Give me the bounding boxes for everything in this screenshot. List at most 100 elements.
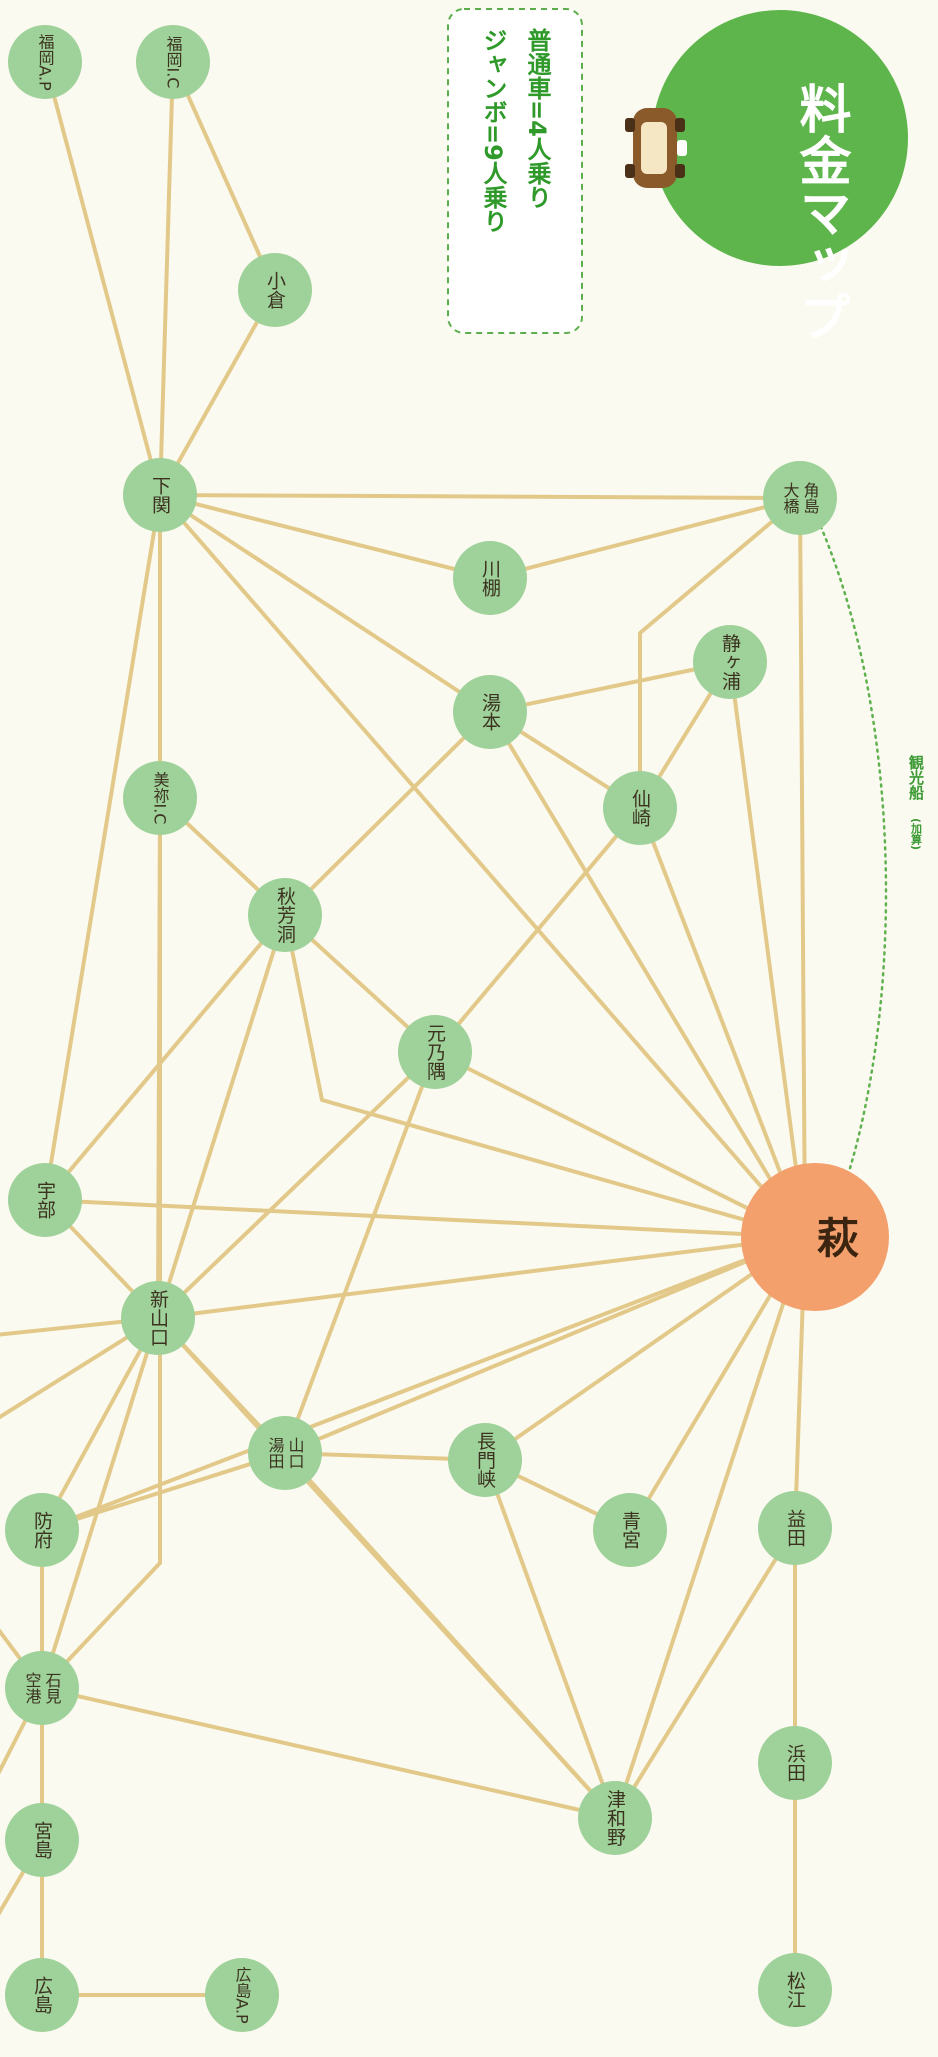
station-circle (578, 1781, 652, 1855)
route-masuda-tsuwano (613, 1526, 797, 1820)
legend-standard-car: 普通車=4人乗り (523, 27, 551, 209)
sightseeing-boat-route (816, 518, 888, 1207)
station-label: 山口湯田 (266, 1437, 305, 1469)
station-label: 宇部 (34, 1181, 56, 1219)
route-shimonoseki-kokura (158, 289, 277, 496)
station-mine: 美祢I.C (123, 761, 197, 835)
station-circle (758, 1953, 832, 2027)
station-label: 静ヶ浦 (719, 633, 741, 691)
sightseeing-boat-label: 観光船 (907, 754, 925, 801)
station-label: 萩 (811, 1216, 860, 1258)
route-hagi-motonosumi (434, 1050, 806, 1239)
station-label: 宮島 (31, 1821, 53, 1860)
station-masuda: 益田 (758, 1491, 832, 1565)
station-circle (758, 1726, 832, 1800)
route-lines (0, 61, 807, 1997)
hub-circle (741, 1163, 889, 1311)
route-hagi-shizugaura (728, 661, 807, 1238)
station-motonosumi: 元乃隅 (398, 1015, 472, 1089)
route-yumoto-shizugaura (489, 660, 731, 714)
station-tsuwano: 津和野 (578, 1781, 652, 1855)
station-circle (603, 771, 677, 845)
route-hagi-shimonoseki (158, 493, 807, 1239)
route-iwami-tsuwano (41, 1686, 616, 1820)
route-yudaonsen-tsuwano (283, 1451, 617, 1820)
route-shimonoseki-yumoto (158, 493, 492, 714)
route-kawatana-shimonoseki (159, 493, 491, 580)
station-kawatana: 川棚 (453, 541, 527, 615)
station-kokura: 小倉 (238, 253, 312, 327)
station-label: 石見空港 (23, 1672, 62, 1705)
station-circle (5, 1651, 79, 1725)
station-yudaonsen: 山口湯田 (248, 1416, 322, 1490)
station-aomiya: 青宮 (593, 1493, 667, 1567)
route-shimonoseki-ube (43, 494, 162, 1201)
station-label: 下関 (149, 476, 171, 514)
route-hagi-tsuwano (613, 1236, 807, 1819)
station-akiyoshido: 秋芳洞 (248, 878, 322, 952)
station-circle (453, 541, 527, 615)
station-circle (398, 1015, 472, 1089)
station-hofu: 防府 (5, 1493, 79, 1567)
route-kokura-fukuoka_ic (171, 61, 277, 291)
station-circle (123, 458, 197, 532)
station-label: 防府 (31, 1511, 53, 1549)
station-circle (5, 1493, 79, 1567)
sightseeing-boat-note: (加算) (910, 818, 924, 850)
station-circle (448, 1423, 522, 1497)
station-circle (693, 625, 767, 699)
route-nagatokyo-tsuwano (483, 1459, 617, 1819)
title-badge: 料金マップ (625, 10, 908, 342)
station-label: 福岡A.P (36, 33, 55, 91)
station-label: 小倉 (264, 271, 286, 309)
station-label: 松江 (784, 1971, 806, 2009)
route-shimonoseki-fukuoka_ic (158, 61, 175, 496)
map-title: 料金マップ (790, 82, 852, 342)
route-motonosumi-shinyamaguchi (156, 1050, 437, 1320)
station-yumoto: 湯本 (453, 675, 527, 749)
station-hiroshima: 広島 (5, 1958, 79, 2032)
route-hagi-tsunoshima (798, 497, 807, 1238)
station-circle (121, 1281, 195, 1355)
station-circle (8, 1163, 82, 1237)
station-circle (763, 461, 837, 535)
station-senzaki: 仙崎 (603, 771, 677, 845)
station-fukuoka_ic: 福岡I.C (136, 25, 210, 99)
route-hagi-ube (44, 1198, 806, 1239)
station-circle (453, 675, 527, 749)
station-hamada: 浜田 (758, 1726, 832, 1800)
route-tsunoshima-kawatana (489, 496, 801, 580)
station-shinyamaguchi: 新山口 (121, 1281, 195, 1355)
route-mine-iwami (40, 798, 162, 1690)
route-akiyoshido-shinyamaguchi (156, 914, 287, 1319)
station-ube: 宇部 (8, 1163, 82, 1237)
route-hagi-senzaki (638, 807, 807, 1238)
station-circle (5, 1958, 79, 2032)
station-iwami: 石見空港 (5, 1651, 79, 1725)
station-label: 浜田 (784, 1744, 806, 1782)
route-akiyoshido-ube (43, 913, 287, 1202)
station-label: 湯本 (479, 693, 501, 731)
station-label: 長門峡 (474, 1432, 496, 1489)
station-circle (5, 1803, 79, 1877)
route-shinyamaguchi-hofu (40, 1317, 160, 1531)
station-label: 川棚 (479, 559, 501, 598)
station-fukuoka_ap: 福岡A.P (8, 25, 82, 99)
station-circle (123, 761, 197, 835)
route-hagi-yudaonsen (284, 1235, 806, 1455)
station-circle (248, 878, 322, 952)
station-label: 福岡I.C (164, 36, 183, 89)
route-motonosumi-yudaonsen (283, 1051, 437, 1454)
legend-jumbo-car: ジャンボ=9人乗り (479, 28, 507, 233)
station-label: 広島 (31, 1976, 53, 2015)
route-hagi-yumoto (488, 710, 807, 1239)
route-tsunoshima-shimonoseki (159, 493, 801, 500)
station-circle (238, 253, 312, 327)
station-miyajima: 宮島 (5, 1803, 79, 1877)
station-label: 仙崎 (629, 789, 651, 827)
taxi-icon (625, 108, 687, 188)
station-label: 角島大橋 (781, 482, 820, 515)
station-matsue: 松江 (758, 1953, 832, 2027)
